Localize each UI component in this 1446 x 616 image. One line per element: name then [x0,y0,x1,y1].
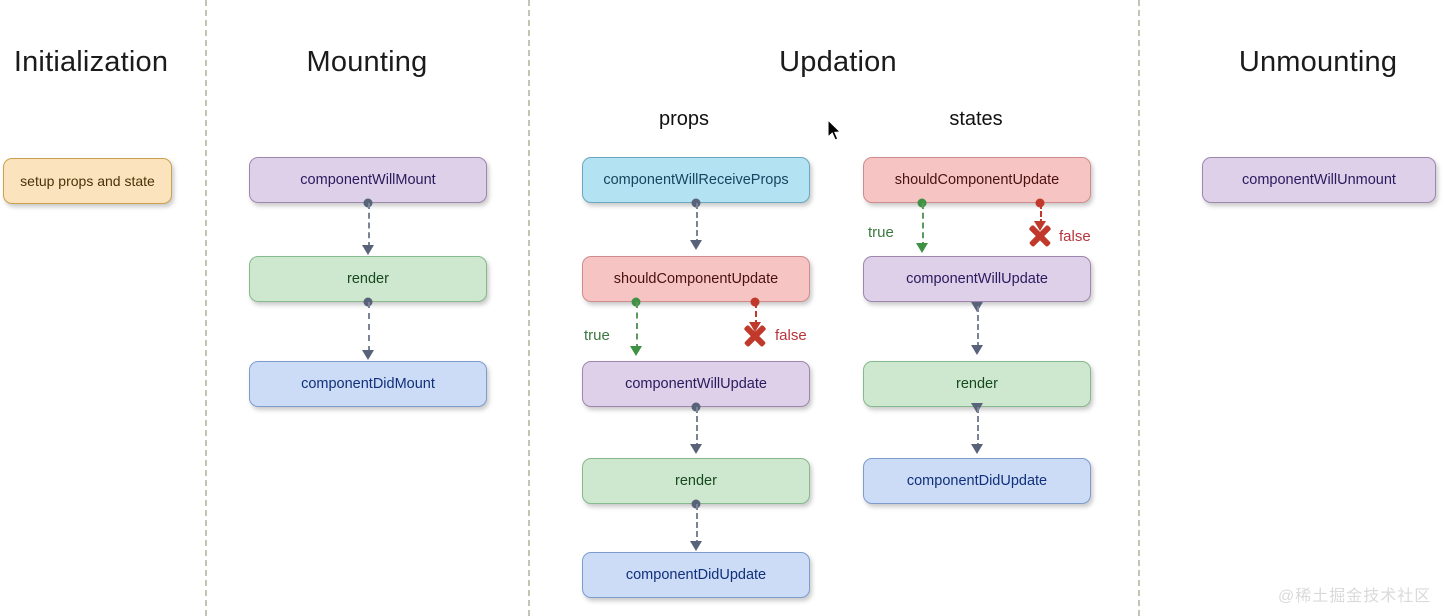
branch-arrow-false [1034,221,1046,231]
node-component-did-update-states[interactable]: componentDidUpdate [863,458,1091,504]
connector-arrow [362,350,374,360]
branch-label-true-props: true [584,327,610,344]
node-component-will-update-states[interactable]: componentWillUpdate [863,256,1091,302]
branch-label-false-states: false [1059,228,1091,245]
connector-line [368,203,370,248]
subgroup-title-props: props [658,108,710,130]
column-title-initialization: Initialization [13,46,169,78]
column-title-unmounting: Unmounting [1238,46,1398,78]
node-render-props[interactable]: render [582,458,810,504]
branch-line-true [636,302,638,350]
branch-line-false [755,302,757,326]
watermark: @稀土掘金技术社区 [1278,588,1432,605]
branch-arrow-false [749,322,761,332]
connector-line [696,407,698,449]
node-render-states[interactable]: render [863,361,1091,407]
node-component-will-unmount[interactable]: componentWillUnmount [1202,157,1436,203]
column-divider-2 [528,0,530,616]
column-divider-1 [205,0,207,616]
connector-line [977,306,979,348]
connector-line [977,407,979,449]
branch-line-false [1040,203,1042,225]
node-component-will-receive-props[interactable]: componentWillReceiveProps [582,157,810,203]
branch-line-true [922,203,924,248]
node-component-will-mount[interactable]: componentWillMount [249,157,487,203]
connector-arrow [971,345,983,355]
connector-arrow [971,444,983,454]
subgroup-title-states: states [949,108,1003,130]
stop-x-icon [742,323,768,349]
node-should-component-update-states[interactable]: shouldComponentUpdate [863,157,1091,203]
mouse-cursor [827,118,844,142]
column-title-mounting: Mounting [306,46,428,78]
column-title-updation: Updation [779,46,897,78]
branch-arrow-true [630,346,642,356]
branch-label-true-states: true [868,224,894,241]
branch-arrow-true [916,243,928,253]
node-component-will-update-props[interactable]: componentWillUpdate [582,361,810,407]
branch-label-false-props: false [775,327,807,344]
node-render-mounting[interactable]: render [249,256,487,302]
connector-arrow [690,444,702,454]
connector-arrow [362,245,374,255]
node-component-did-update-props[interactable]: componentDidUpdate [582,552,810,598]
node-should-component-update-props[interactable]: shouldComponentUpdate [582,256,810,302]
column-divider-3 [1138,0,1140,616]
connector-line [696,203,698,245]
node-component-did-mount[interactable]: componentDidMount [249,361,487,407]
connector-arrow [690,240,702,250]
stop-x-icon [1027,223,1053,249]
node-setup-props-and-state[interactable]: setup props and state [3,158,172,204]
connector-line [696,504,698,546]
connector-arrow [690,541,702,551]
connector-line [368,302,370,352]
